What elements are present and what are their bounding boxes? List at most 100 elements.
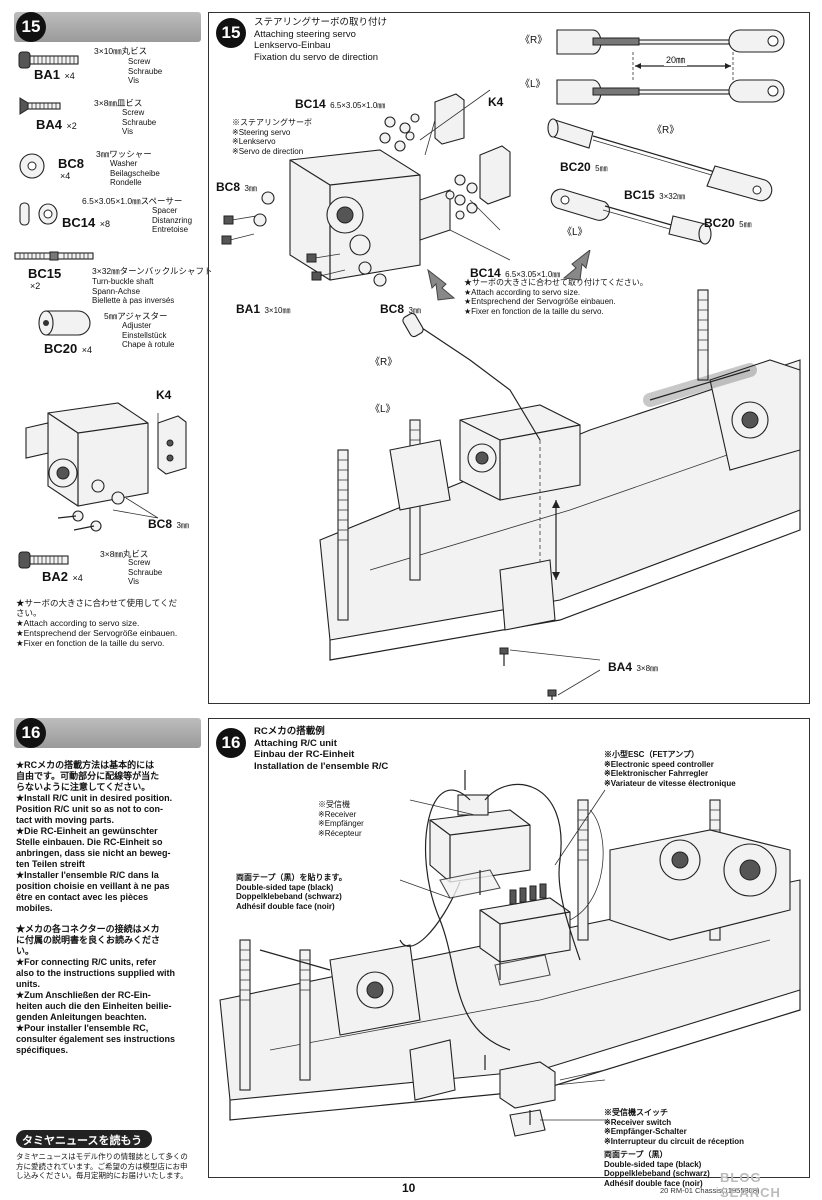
bc8-en: Washer: [110, 159, 138, 168]
ba1-code: BA1: [34, 67, 61, 82]
bc20-b-label: BC20: [704, 216, 735, 230]
ba4-size: 3×8㎜: [636, 664, 659, 673]
side-bc8-label: BC8: [148, 517, 173, 531]
ba2-fr: Vis: [128, 577, 139, 586]
step15-title-jp: ステアリングサーボの取り付け: [254, 17, 388, 28]
ba1-label: BA1: [236, 302, 261, 316]
bc15-size: 3×32㎜: [659, 192, 686, 201]
ba4-fr: Vis: [122, 127, 133, 136]
bc20-qty: ×4: [81, 345, 92, 355]
r-label-chassis: 《R》: [370, 357, 398, 368]
washer-bc8-icon: [19, 153, 45, 179]
screw-ba1-icon: [18, 51, 79, 69]
ba2-qty: ×4: [72, 573, 83, 583]
bc20-en: Adjuster: [122, 321, 152, 330]
ba1-qty: ×4: [64, 71, 75, 81]
chassis-steering-diagram: [319, 250, 801, 700]
bc14-de: Distanzring: [152, 215, 193, 225]
bc15-fr: Biellette à pas inversés: [92, 296, 175, 305]
ba2-jp: 3×8㎜丸ビス: [100, 549, 149, 559]
receiver-labels: ※受信機 ※Receiver ※Empfänger ※Récepteur: [318, 800, 364, 838]
bc8-bottom-size: 3㎜: [408, 306, 421, 315]
ba4-de: Schraube: [122, 117, 157, 127]
ba2-de: Schraube: [128, 567, 163, 577]
screw-ba2-icon: [18, 551, 69, 569]
bc20-a-size: 5㎜: [595, 164, 608, 173]
bc8-left-size: 3㎜: [244, 184, 257, 193]
bc14-code: BC14: [62, 215, 96, 230]
servo-exploded-diagram: [221, 89, 511, 287]
screw-ba4-icon: [19, 97, 61, 115]
turnbuckle-assembly-diagram: [547, 118, 773, 245]
bc14-bottom-label: BC14: [470, 266, 501, 280]
bc8-code: BC8: [58, 156, 85, 171]
l-label-top: 《L》: [520, 79, 546, 90]
step15-side-number: 15: [16, 12, 46, 42]
switch-labels: ※受信機スイッチ ※Receiver switch ※Empfänger-Sch…: [604, 1108, 745, 1146]
bc20-code: BC20: [44, 341, 78, 356]
step16-title-jp: RCメカの搭載例: [254, 726, 325, 737]
tape1-labels: 両面テープ（黒）を貼ります。 Double-sided tape (black)…: [236, 873, 347, 911]
bc15-code: BC15: [28, 266, 62, 281]
bc14-fr: Entretoise: [152, 225, 189, 234]
tamiya-news-title: タミヤニュースを読もう: [22, 1135, 143, 1147]
step15-panel: [208, 12, 810, 704]
tamiya-news-box: [16, 1130, 152, 1148]
dim-20mm: 20㎜: [664, 55, 688, 66]
ba4-jp: 3×8㎜皿ビス: [94, 98, 143, 108]
step16-main-number: 16: [216, 728, 246, 758]
ba1-en: Screw: [128, 57, 151, 66]
rc-unit-diagram: [219, 770, 801, 1137]
step16-side-number: 16: [16, 718, 46, 748]
bc20-jp: 5㎜アジャスター: [104, 311, 168, 321]
step15-title-de: Lenkservo-Einbau: [254, 40, 331, 51]
ba2-code: BA2: [42, 569, 69, 584]
ba1-size: 3×10㎜: [264, 306, 291, 315]
step16-title: RCメカの搭載例 Attaching R/C unit Einbau der R…: [254, 726, 388, 772]
side-bc8-size: 3㎜: [176, 521, 189, 530]
bc8-left-label: BC8: [216, 180, 241, 194]
step16-note2: ★メカの各コネクターの接続はメカに付属の説明書を良くお読みください。 ★For …: [16, 924, 176, 1055]
step16-panel: [208, 718, 810, 1178]
l-label-assy: 《L》: [562, 227, 588, 238]
bc15-de: Spann-Achse: [92, 286, 141, 296]
bc14-jp: 6.5×3.05×1.0㎜スペーサー: [82, 196, 183, 206]
ba4-qty: ×2: [66, 121, 77, 131]
servo-labels: ※ステアリングサーボ ※Steering servo ※Lenkservo ※S…: [232, 118, 312, 156]
esc-labels: ※小型ESC（FETアンプ） ※Electronic speed control…: [604, 750, 736, 788]
step15-side-notes: ★サーボの大きさに合わせて使用してくだ さい。 ★Attach accordin…: [16, 598, 178, 648]
step15-title: ステアリングサーボの取り付け Attaching steering servo …: [254, 17, 387, 63]
r-label-assy: 《R》: [652, 125, 680, 136]
r-label-top: 《R》: [520, 35, 548, 46]
bc14-bottom-size: 6.5×3.05×1.0㎜: [505, 270, 561, 279]
step16-title-fr: Installation de l'ensemble R/C: [254, 760, 389, 772]
ba4-en: Screw: [122, 108, 145, 117]
rod-length-diagram: [556, 29, 785, 105]
ba1-fr: Vis: [128, 76, 139, 85]
bc14-qty: ×8: [99, 219, 110, 229]
tape2-labels: 両面テープ（黒） Double-sided tape (black) Doppe…: [604, 1150, 710, 1188]
step16-title-de: Einbau der RC-Einheit: [254, 749, 355, 760]
bc14-en: Spacer: [152, 206, 178, 215]
bc15-en: Turn-buckle shaft: [92, 277, 154, 286]
bc14-notes: ★サーボの大きさに合わせて取り付けてください。 ★Attach accordin…: [464, 278, 648, 316]
bc8-qty: ×4: [60, 171, 71, 181]
k4-label: K4: [488, 95, 504, 109]
side-servo-diagram: [25, 402, 187, 532]
spacer-bc14-icon: [19, 202, 58, 226]
side-k4-label: K4: [156, 388, 172, 402]
bc14-top-size: 6.5×3.05×1.0㎜: [330, 101, 386, 110]
ba1-jp: 3×10㎜丸ビス: [94, 46, 148, 56]
step16-title-en: Attaching R/C unit: [254, 737, 337, 749]
bc14-top-label: BC14: [295, 97, 326, 111]
bc8-fr: Rondelle: [110, 178, 142, 187]
bc15-qty: ×2: [30, 281, 41, 291]
bc20-a-label: BC20: [560, 160, 591, 174]
page-number: 10: [402, 1181, 416, 1195]
l-label-chassis: 《L》: [370, 404, 396, 415]
ba2-en: Screw: [128, 558, 151, 567]
watermark: BLOG SEARCH: [720, 1170, 781, 1200]
step15-main-number: 15: [216, 18, 246, 48]
step15-title-en: Attaching steering servo: [254, 28, 356, 40]
bc20-de: Einstellstück: [122, 330, 167, 340]
